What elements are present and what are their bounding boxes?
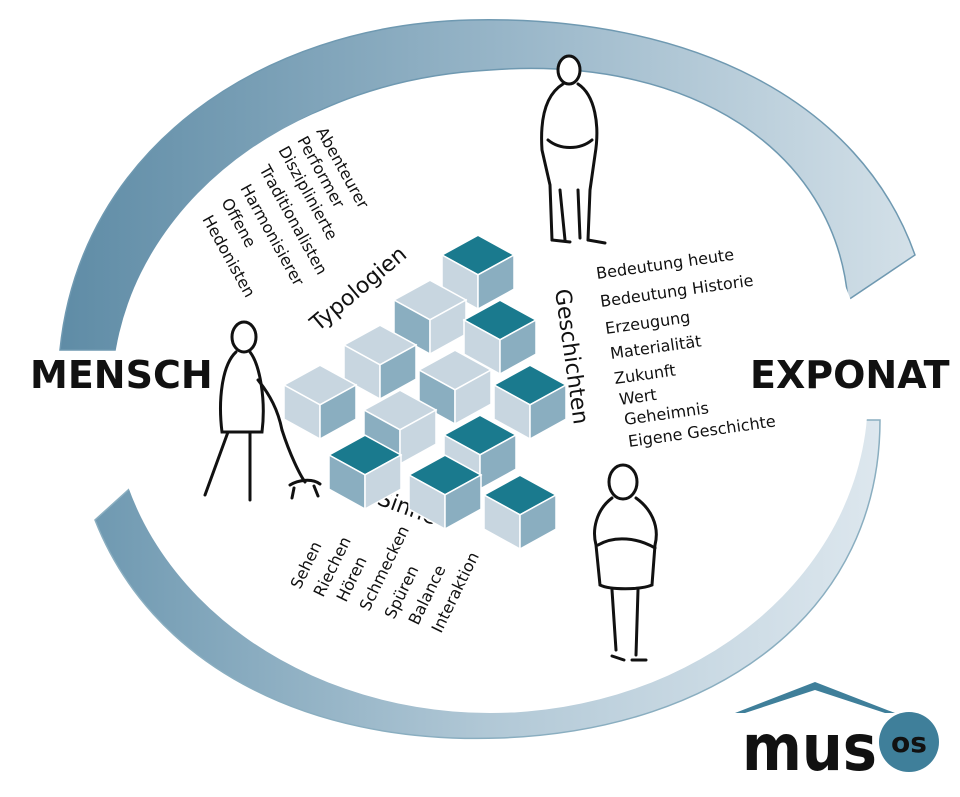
woman-arms-folded-illustration [593, 463, 658, 662]
exponat-label: EXPONAT [750, 353, 950, 397]
man-figure-illustration [540, 54, 607, 245]
logo-roof-icon [735, 682, 895, 713]
musos-logo: mus os [735, 682, 939, 786]
cube-right-face [319, 383, 357, 441]
cube-right-face [529, 383, 567, 441]
mensch-label: MENSCH [30, 353, 213, 397]
cube-right-face [364, 453, 402, 511]
woman-with-dog-illustration [203, 320, 322, 502]
logo-circle [879, 712, 939, 772]
cube-cluster [282, 234, 568, 551]
typologien-list: Abenteurer Performer Disziplinierte Trad… [199, 124, 373, 301]
cube-right-face [379, 343, 417, 401]
top-cycle-arrow [59, 19, 916, 351]
logo-text-main: mus [742, 712, 877, 786]
cube-right-face [499, 318, 537, 376]
cube-right-face [444, 473, 482, 531]
cube-right-face [454, 368, 492, 426]
cube-right-face [519, 493, 557, 551]
logo-text-small: os [891, 726, 927, 759]
cube-right-face [477, 253, 515, 311]
